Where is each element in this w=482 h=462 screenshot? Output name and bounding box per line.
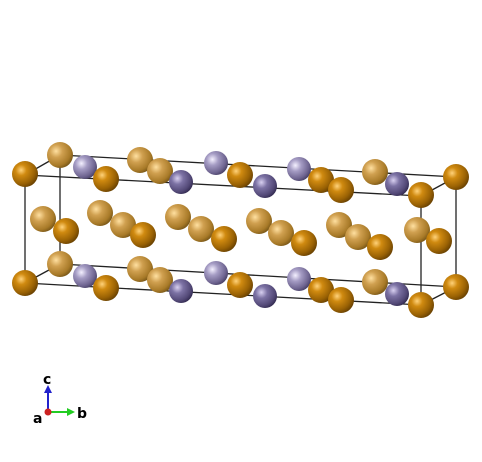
atom-gold <box>268 220 294 246</box>
atom-gold <box>426 228 452 254</box>
atom-gold <box>404 217 430 243</box>
atom-gold <box>443 274 469 300</box>
a-axis-label: a <box>33 411 42 427</box>
cell-edge <box>24 282 422 306</box>
atom-purple <box>253 174 277 198</box>
atom-purple <box>385 282 409 306</box>
atom-purple <box>287 267 311 291</box>
atom-gold <box>87 200 113 226</box>
atom-gold <box>227 272 253 298</box>
unit-cell <box>24 154 457 306</box>
atom-gold <box>362 269 388 295</box>
atom-purple <box>287 157 311 181</box>
atom-gold <box>211 226 237 252</box>
atom-gold <box>147 267 173 293</box>
b-axis-label: b <box>77 406 87 422</box>
atom-purple <box>73 155 97 179</box>
atom-gold <box>53 218 79 244</box>
atom-gold <box>165 204 191 230</box>
cell-edge <box>24 174 422 197</box>
atom-gold <box>328 287 354 313</box>
atom-purple <box>169 279 193 303</box>
atom-gold <box>12 161 38 187</box>
atom-gold <box>30 206 56 232</box>
atom-gold <box>308 167 334 193</box>
cell-edge <box>59 154 457 178</box>
atom-purple <box>73 264 97 288</box>
axis-indicator: c b a <box>33 372 87 427</box>
atom-gold <box>127 256 153 282</box>
atom-purple <box>204 261 228 285</box>
atom-gold <box>443 164 469 190</box>
atom-gold <box>326 212 352 238</box>
atom-gold <box>362 159 388 185</box>
atom-gold <box>93 166 119 192</box>
c-axis-label: c <box>43 372 51 388</box>
atom-gold <box>328 177 354 203</box>
atom-gold <box>188 216 214 242</box>
atom-gold <box>47 142 73 168</box>
atom-gold <box>12 270 38 296</box>
b-axis-arrowhead <box>67 408 75 416</box>
cell-edge <box>59 263 457 288</box>
atom-gold <box>130 222 156 248</box>
atom-gold <box>227 162 253 188</box>
atom-gold <box>47 251 73 277</box>
atom-gold <box>291 230 317 256</box>
atom-gold <box>93 275 119 301</box>
atom-purple <box>385 172 409 196</box>
atom-gold <box>408 292 434 318</box>
atoms <box>12 142 469 318</box>
c-axis-arrowhead <box>44 385 52 393</box>
atom-gold <box>147 158 173 184</box>
atom-gold <box>367 234 393 260</box>
atom-purple <box>253 284 277 308</box>
atom-gold <box>127 147 153 173</box>
atom-purple <box>204 151 228 175</box>
a-axis-dot <box>44 408 52 416</box>
atom-purple <box>169 170 193 194</box>
atom-gold <box>110 212 136 238</box>
atom-gold <box>246 208 272 234</box>
atom-gold <box>345 224 371 250</box>
atom-gold <box>408 182 434 208</box>
atom-gold <box>308 277 334 303</box>
